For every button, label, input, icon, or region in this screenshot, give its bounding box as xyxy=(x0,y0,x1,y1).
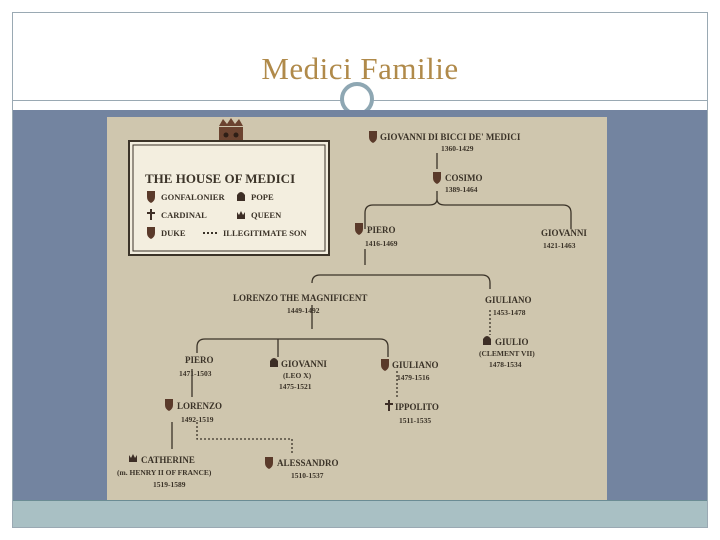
medici-family-tree: THE HOUSE OF MEDICI GONFALONIER POPE CAR… xyxy=(107,117,607,500)
person-cosimo: COSIMO 1389-1464 xyxy=(433,172,483,194)
svg-text:LORENZO: LORENZO xyxy=(177,401,222,411)
svg-text:LORENZO THE MAGNIFICENT: LORENZO THE MAGNIFICENT xyxy=(233,293,367,303)
person-giovanni-leo-x: GIOVANNI (LEO X) 1475-1521 xyxy=(270,358,327,391)
person-giuliano-1479: GIULIANO 1479-1516 xyxy=(381,359,439,382)
svg-text:PIERO: PIERO xyxy=(185,355,214,365)
person-lorenzo-1492: LORENZO 1492-1519 xyxy=(165,399,222,424)
svg-text:(LEO X): (LEO X) xyxy=(283,371,312,380)
svg-text:1449-1492: 1449-1492 xyxy=(287,306,320,315)
person-giuliano-1453: GIULIANO 1453-1478 xyxy=(485,295,532,317)
legend-item-queen: QUEEN xyxy=(251,210,282,220)
svg-text:IPPOLITO: IPPOLITO xyxy=(395,402,439,412)
person-giovanni-di-bicci: GIOVANNI DI BICCI DE' MEDICI 1360-1429 xyxy=(369,131,521,153)
svg-text:GIULIO: GIULIO xyxy=(495,337,529,347)
svg-text:GIOVANNI DI BICCI DE' MEDICI: GIOVANNI DI BICCI DE' MEDICI xyxy=(380,132,521,142)
svg-text:1421-1463: 1421-1463 xyxy=(543,241,576,250)
svg-text:1389-1464: 1389-1464 xyxy=(445,185,478,194)
title-area: Medici Familie xyxy=(13,13,707,108)
svg-text:1475-1521: 1475-1521 xyxy=(279,382,312,391)
legend-item-duke: DUKE xyxy=(161,228,186,238)
person-catherine: CATHERINE (m. HENRY II OF FRANCE) 1519-1… xyxy=(117,454,212,489)
legend-heading: THE HOUSE OF MEDICI xyxy=(145,171,295,186)
svg-text:GIULIANO: GIULIANO xyxy=(392,360,439,370)
svg-text:GIOVANNI: GIOVANNI xyxy=(281,359,327,369)
legend: THE HOUSE OF MEDICI GONFALONIER POPE CAR… xyxy=(128,140,330,256)
person-alessandro: ALESSANDRO 1510-1537 xyxy=(265,457,339,480)
svg-text:GIOVANNI: GIOVANNI xyxy=(541,228,587,238)
svg-text:1360-1429: 1360-1429 xyxy=(441,144,474,153)
person-giulio-clement-vii: GIULIO (CLEMENT VII) 1478-1534 xyxy=(479,336,535,369)
svg-text:1471-1503: 1471-1503 xyxy=(179,369,212,378)
person-giovanni-1421: GIOVANNI 1421-1463 xyxy=(541,228,587,250)
svg-text:PIERO: PIERO xyxy=(367,225,396,235)
svg-text:GIULIANO: GIULIANO xyxy=(485,295,532,305)
legend-item-illegitimate-son: ILLEGITIMATE SON xyxy=(223,228,308,238)
person-piero-1471: PIERO 1471-1503 xyxy=(179,355,214,378)
svg-text:CATHERINE: CATHERINE xyxy=(141,455,195,465)
svg-text:1478-1534: 1478-1534 xyxy=(489,360,522,369)
footer-bar xyxy=(13,500,707,527)
svg-text:COSIMO: COSIMO xyxy=(445,173,483,183)
svg-text:ALESSANDRO: ALESSANDRO xyxy=(277,458,339,468)
svg-text:1510-1537: 1510-1537 xyxy=(291,471,324,480)
svg-text:1453-1478: 1453-1478 xyxy=(493,308,526,317)
svg-text:(m. HENRY II OF FRANCE): (m. HENRY II OF FRANCE) xyxy=(117,468,212,477)
person-ippolito: IPPOLITO 1511-1535 xyxy=(385,400,439,425)
legend-item-cardinal: CARDINAL xyxy=(161,210,207,220)
svg-text:1511-1535: 1511-1535 xyxy=(399,416,431,425)
slide-frame xyxy=(12,12,708,528)
legend-item-gonfalonier: GONFALONIER xyxy=(161,192,225,202)
svg-text:1519-1589: 1519-1589 xyxy=(153,480,186,489)
person-piero-1416: PIERO 1416-1469 xyxy=(355,223,398,248)
slide-title: Medici Familie xyxy=(261,51,459,86)
svg-text:(CLEMENT VII): (CLEMENT VII) xyxy=(479,349,535,358)
person-lorenzo-the-magnificent: LORENZO THE MAGNIFICENT 1449-1492 xyxy=(233,293,367,315)
svg-text:1416-1469: 1416-1469 xyxy=(365,239,398,248)
tree-connectors xyxy=(171,153,572,455)
svg-text:1479-1516: 1479-1516 xyxy=(397,373,430,382)
svg-text:1492-1519: 1492-1519 xyxy=(181,415,214,424)
legend-item-pope: POPE xyxy=(251,192,274,202)
